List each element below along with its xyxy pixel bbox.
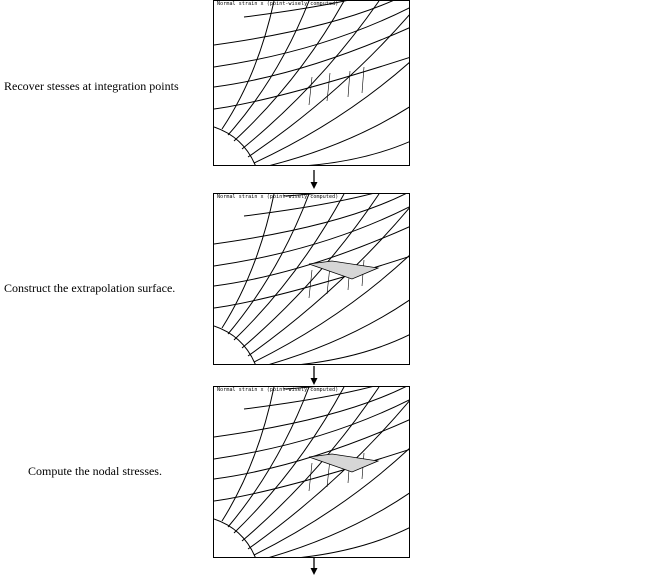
ring-mesh-line	[214, 399, 409, 460]
radial-mesh-line	[253, 255, 409, 363]
radial-mesh-line	[233, 194, 345, 341]
ring-mesh-line	[283, 194, 315, 197]
radial-mesh-line	[247, 400, 409, 550]
radial-mesh-line	[241, 1, 380, 150]
radial-mesh-line	[253, 62, 409, 164]
radial-mesh-line	[253, 448, 409, 556]
mesh-grid	[214, 194, 409, 364]
down-arrow-icon	[310, 558, 318, 575]
hole-arc	[214, 126, 256, 165]
down-arrow-icon	[310, 366, 318, 385]
stress-marker-line	[361, 66, 365, 94]
radial-mesh-line	[269, 106, 409, 165]
radial-mesh-line	[233, 387, 345, 534]
radial-mesh-line	[269, 299, 409, 364]
ring-mesh-line	[214, 419, 409, 480]
step-3-panel-title: Normal strain x (point-wisely computed)	[217, 387, 339, 393]
step-3-mesh-plot	[214, 387, 409, 557]
step-1-label: Recover stesses at integration points	[4, 79, 179, 93]
ring-mesh-line	[214, 256, 409, 309]
radial-mesh-line	[221, 1, 275, 130]
step-1-mesh-panel: Normal strain x (point-wisely computed)	[213, 0, 410, 166]
radial-mesh-line	[221, 387, 275, 522]
step-2-mesh-panel: Normal strain x (point-wisely computed)	[213, 193, 410, 365]
ring-mesh-line	[214, 7, 409, 68]
stress-marker-line	[308, 462, 313, 492]
extrapolation-surface-patch	[308, 260, 380, 280]
radial-mesh-line	[247, 14, 409, 158]
ring-mesh-line	[214, 27, 409, 88]
step-2-panel-title: Normal strain x (point-wisely computed)	[217, 194, 339, 200]
step-2-mesh-plot	[214, 194, 409, 364]
radial-mesh-line	[247, 207, 409, 357]
hole-arc	[214, 518, 256, 557]
stress-marker-line	[326, 72, 331, 102]
ring-mesh-line	[214, 1, 394, 46]
stress-marker-line	[308, 269, 313, 299]
step-2-label: Construct the extrapolation surface.	[4, 281, 176, 295]
radial-mesh-line	[241, 194, 380, 349]
radial-mesh-line	[227, 194, 310, 335]
ring-mesh-line	[214, 226, 409, 287]
ring-mesh-line	[243, 1, 347, 18]
ring-mesh-line	[214, 449, 409, 502]
radial-mesh-line	[269, 492, 409, 557]
radial-mesh-line	[308, 141, 409, 165]
stress-marker-line	[308, 76, 313, 106]
down-arrow-icon	[310, 170, 318, 189]
radial-mesh-line	[300, 334, 409, 364]
radial-mesh-line	[300, 527, 409, 557]
mesh-grid	[214, 1, 409, 165]
step-1-mesh-plot	[214, 1, 409, 165]
step-1-panel-title: Normal strain x (point-wisely computed)	[217, 1, 339, 7]
stress-marker-line	[347, 70, 351, 98]
extrapolation-surface-patch	[308, 453, 380, 473]
ring-mesh-line	[243, 194, 373, 217]
hole-arc	[214, 325, 256, 364]
step-3-label: Compute the nodal stresses.	[28, 464, 162, 478]
radial-mesh-line	[233, 1, 345, 142]
ring-mesh-line	[214, 57, 409, 110]
ring-mesh-line	[214, 387, 407, 438]
mesh-grid	[214, 387, 409, 557]
ring-mesh-line	[283, 387, 315, 390]
ring-mesh-line	[214, 206, 409, 267]
radial-mesh-line	[227, 387, 310, 528]
radial-mesh-line	[227, 1, 310, 136]
radial-mesh-line	[241, 387, 380, 542]
ring-mesh-line	[243, 387, 373, 410]
ring-mesh-line	[214, 194, 407, 245]
step-3-mesh-panel: Normal strain x (point-wisely computed)	[213, 386, 410, 558]
radial-mesh-line	[221, 194, 275, 329]
